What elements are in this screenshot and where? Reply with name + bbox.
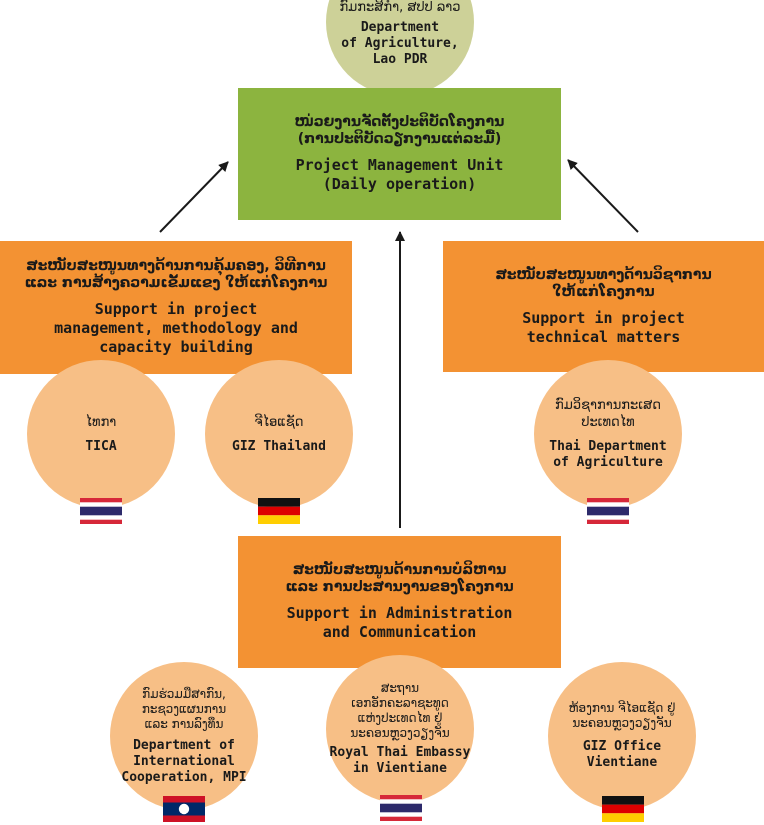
support-bottom-en: Support in Administration and Communicat… xyxy=(286,604,513,641)
pmu-en: Project Management Unit (Daily operation… xyxy=(295,156,504,193)
support-left-en: Support in project management, methodolo… xyxy=(54,300,298,356)
partner-giz-vientiane: ຫ້ອງການ ຈີໄອແຊັດ ຢູ່ ນະຄອນຫຼວງວຽງຈັນ GIZ… xyxy=(548,662,696,810)
support-right-lao: ສະໜັບສະໜູນທາງດ້ານວິຊາການ ໃຫ້ແກ່ໂຄງການ xyxy=(495,266,712,300)
thailand-flag-icon xyxy=(587,498,629,524)
partner-giz-thailand-lao: ຈີໄອແຊັດ xyxy=(254,414,304,430)
pmu-lao: ໜ່ວຍງານຈັດຕັ້ງປະຕິບັດໂຄງການ (ການປະຕິບັດວ… xyxy=(294,114,505,147)
department-agriculture-en: Department of Agriculture, Lao PDR xyxy=(341,19,459,67)
partner-royal-thai-embassy-lao: ສະຖານ ເອກອັກຄະລາຊະທູດ ແຫ່ງປະເທດໄທ ຢູ່ ນະ… xyxy=(350,681,450,740)
partner-giz-vientiane-lao: ຫ້ອງການ ຈີໄອແຊັດ ຢູ່ ນະຄອນຫຼວງວຽງຈັນ xyxy=(568,701,676,730)
support-left-lao: ສະໜັບສະໜູນທາງດ້ານການຄຸ້ມຄອງ, ວິທີການ ແລະ… xyxy=(24,258,328,291)
project-management-unit: ໜ່ວຍງານຈັດຕັ້ງປະຕິບັດໂຄງການ (ການປະຕິບັດວ… xyxy=(238,88,561,220)
partner-thai-department-agriculture: ກົມວິຊາການກະເສດ ປະເທດໄທ Thai Department … xyxy=(534,360,682,508)
partner-thai-doa-en: Thai Department of Agriculture xyxy=(549,439,667,470)
partner-tica: ໄທກາ TICA xyxy=(27,360,175,508)
partner-dic-mpi-lao: ກົມຮ່ວມມືສາກົນ, ກະຊວງແຜນການ ແລະ ການລົງທຶ… xyxy=(141,686,227,731)
support-technical-box: ສະໜັບສະໜູນທາງດ້ານວິຊາການ ໃຫ້ແກ່ໂຄງການ Su… xyxy=(443,241,764,372)
thailand-flag-icon xyxy=(80,498,122,524)
partner-dic-mpi-en: Department of International Cooperation,… xyxy=(121,737,247,785)
thailand-flag-icon xyxy=(380,795,422,821)
partner-thai-doa-lao: ກົມວິຊາການກະເສດ ປະເທດໄທ xyxy=(555,398,661,430)
partner-royal-thai-embassy-en: Royal Thai Embassy in Vientiane xyxy=(329,745,471,776)
partner-tica-en: TICA xyxy=(85,438,117,454)
support-bottom-lao: ສະໜັບສະໜູນດ້ານການບໍລິຫານ ແລະ ການປະສານງານ… xyxy=(285,562,514,595)
department-agriculture-lao: ກົມກະສິກຳ, ສປປ ລາວ xyxy=(339,0,461,15)
germany-flag-icon xyxy=(602,796,644,822)
laos-flag-icon xyxy=(163,796,205,822)
partner-giz-thailand: ຈີໄອແຊັດ GIZ Thailand xyxy=(205,360,353,508)
support-administration-box: ສະໜັບສະໜູນດ້ານການບໍລິຫານ ແລະ ການປະສານງານ… xyxy=(238,536,561,668)
partner-tica-lao: ໄທກາ xyxy=(85,414,117,430)
germany-flag-icon xyxy=(258,498,300,524)
support-right-en: Support in project technical matters xyxy=(522,308,685,346)
arrow-left-to-pmu xyxy=(159,161,229,233)
support-project-management-box: ສະໜັບສະໜູນທາງດ້ານການຄຸ້ມຄອງ, ວິທີການ ແລະ… xyxy=(0,241,352,374)
partner-royal-thai-embassy: ສະຖານ ເອກອັກຄະລາຊະທູດ ແຫ່ງປະເທດໄທ ຢູ່ ນະ… xyxy=(326,655,474,803)
arrow-right-to-pmu xyxy=(567,159,639,233)
partner-giz-thailand-en: GIZ Thailand xyxy=(232,438,326,454)
partner-dic-mpi: ກົມຮ່ວມມືສາກົນ, ກະຊວງແຜນການ ແລະ ການລົງທຶ… xyxy=(110,662,258,810)
partner-giz-vientiane-en: GIZ Office Vientiane xyxy=(582,739,662,770)
